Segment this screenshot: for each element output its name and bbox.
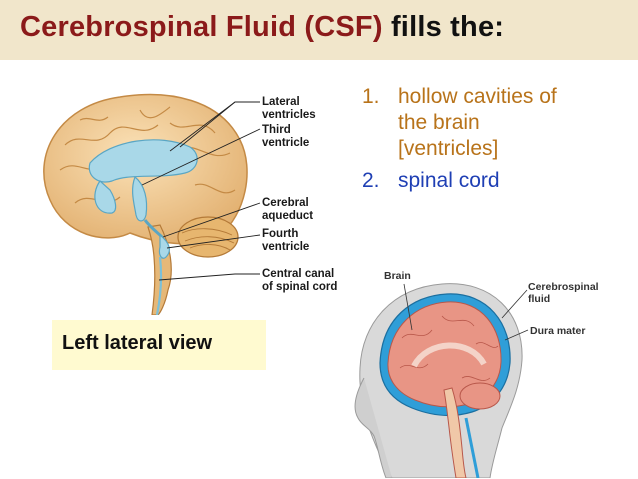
label-brain: Brain [384, 270, 411, 282]
title-bar [0, 0, 638, 60]
label-cerebral-aqueduct: Cerebral aqueduct [262, 197, 314, 222]
list-item: 1. hollow cavities of the brain [ventric… [362, 85, 557, 160]
caption-left-lateral-view: Left lateral view [62, 332, 213, 354]
list-item: 2. spinal cord [362, 169, 500, 192]
csf-locations-list: 1. hollow cavities of the brain [ventric… [362, 84, 632, 200]
slide-title: Cerebrospinal Fluid (CSF) fills the: [20, 11, 504, 44]
label-fourth-ventricle: Fourth ventricle [262, 228, 310, 253]
label-dura-mater: Dura mater [530, 325, 586, 337]
label-central-canal: Central canal of spinal cord [262, 268, 338, 293]
title-fills: fills the: [390, 11, 505, 43]
label-third-ventricle: Third ventricle [262, 124, 310, 149]
title-csf: Cerebrospinal Fluid (CSF) [20, 11, 383, 43]
caption-box: Left lateral view [52, 320, 266, 370]
brain-lateral-illustration [43, 93, 261, 315]
label-csf: Cerebrospinal fluid [528, 281, 599, 305]
head-sagittal-illustration [354, 283, 529, 478]
label-lateral-ventricles: Lateral ventricles [262, 96, 316, 121]
